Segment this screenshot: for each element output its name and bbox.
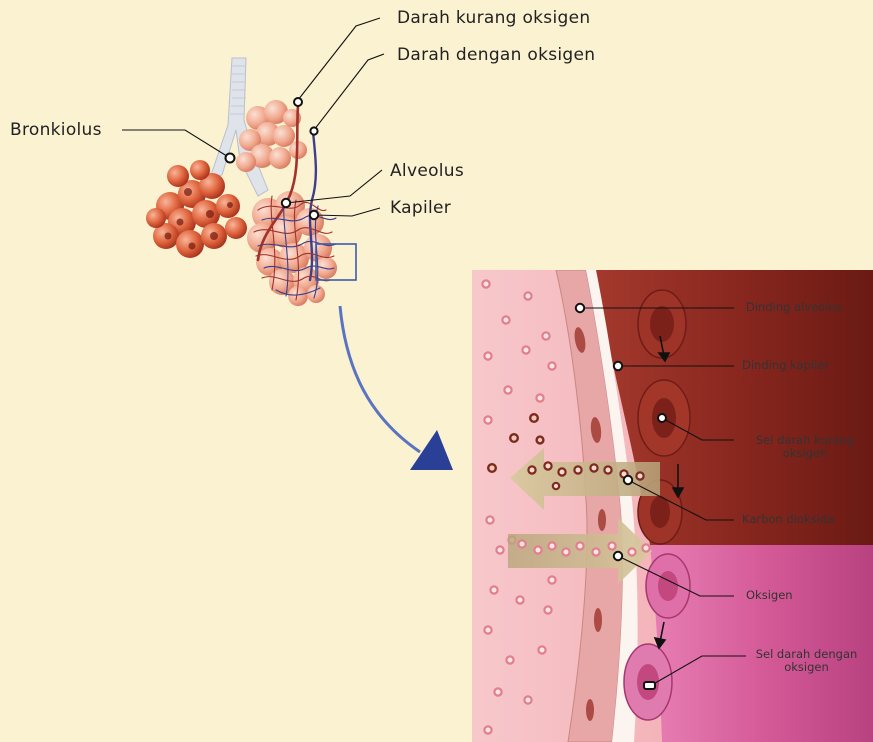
zoom-arrow bbox=[340, 306, 453, 470]
label-sel-darah-dengan-oksigen: Sel darah dengan oksigen bbox=[740, 648, 873, 674]
label-bronkiolus: Bronkiolus bbox=[10, 120, 102, 140]
label-dinding-alveolus: Dinding alveolus bbox=[746, 300, 842, 314]
label-sel-darah-kurang-line2: oksigen bbox=[738, 447, 872, 460]
label-darah-kurang-oksigen: Darah kurang oksigen bbox=[397, 8, 590, 28]
label-sel-darah-kurang-oksigen: Sel darah kurang oksigen bbox=[738, 434, 872, 460]
label-oksigen: Oksigen bbox=[746, 588, 793, 602]
label-kapiler: Kapiler bbox=[390, 198, 451, 218]
alveoli-cluster-left bbox=[146, 160, 247, 258]
label-alveolus: Alveolus bbox=[390, 161, 464, 181]
label-dinding-kapiler: Dinding kapiler bbox=[742, 358, 829, 372]
label-sel-darah-dengan-line2: oksigen bbox=[740, 661, 873, 674]
label-darah-dengan-oksigen: Darah dengan oksigen bbox=[397, 45, 595, 65]
label-karbon-dioksida: Karbon dioksida bbox=[742, 512, 834, 526]
